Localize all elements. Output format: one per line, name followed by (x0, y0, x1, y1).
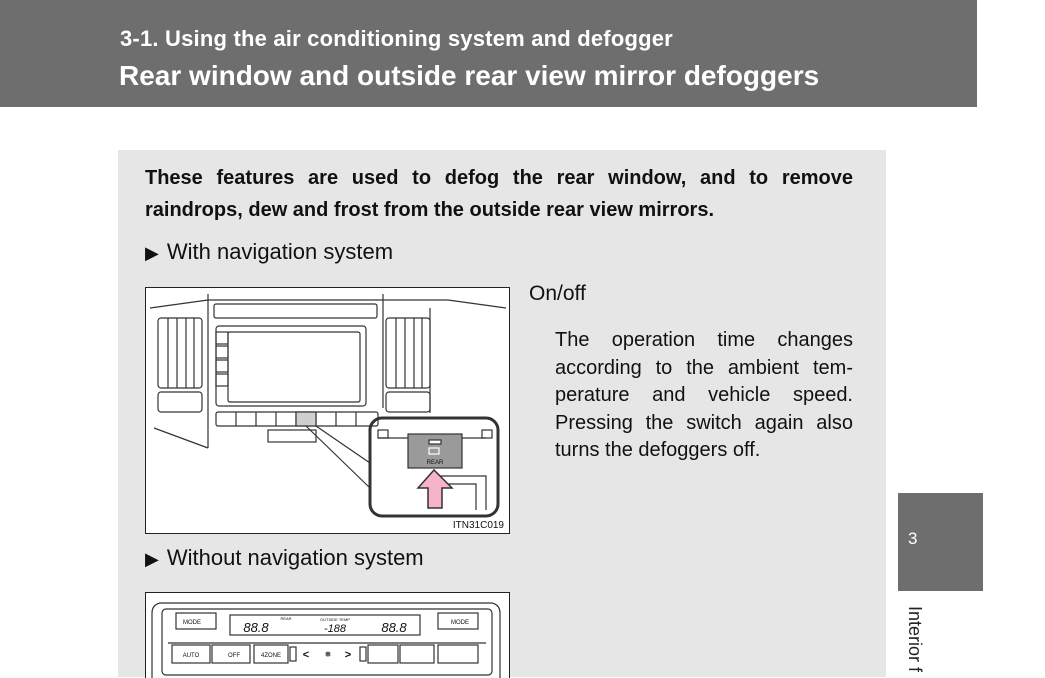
outside-temp-label: OUTSIDE TEMP (320, 617, 350, 622)
section-title: 3-1. Using the air conditioning system a… (120, 26, 673, 51)
intro-line-2: raindrops, dew and frost from the outsid… (145, 199, 715, 221)
onoff-label: On/off (529, 282, 586, 305)
onoff-description: The operation time changes according to … (555, 329, 853, 461)
triangle-bullet-icon: ▶ (145, 549, 159, 569)
zone-button: 4ZONE (261, 653, 281, 659)
figure-code: ITN31C019 (453, 520, 505, 531)
without-nav-figure: MODE MODE 88.8 REAR OUTSIDE TEMP -188 88… (145, 592, 510, 678)
with-nav-figure: REAR ITN31C019 (145, 287, 510, 534)
chapter-tab: 3 (898, 493, 983, 591)
display-left: 88.8 (243, 620, 269, 635)
mode-right-label: MODE (451, 620, 469, 626)
chapter-number: 3 (908, 529, 918, 548)
display-right: 88.8 (381, 620, 407, 635)
chapter-side-label: Interior f (905, 606, 925, 673)
auto-button: AUTO (183, 653, 200, 659)
climate-panel-illustration: MODE MODE 88.8 REAR OUTSIDE TEMP -188 88… (151, 602, 501, 678)
intro-paragraph: These features are used to defog the rea… (145, 162, 853, 226)
display-mid: -188 (324, 623, 347, 635)
triangle-bullet-icon: ▶ (145, 243, 159, 263)
mode-left-label: MODE (183, 620, 201, 626)
press-arrow-icon (416, 468, 454, 509)
intro-line-1: These features are used to defog the rea… (145, 167, 853, 189)
off-button: OFF (228, 653, 240, 659)
left-arrow-button: < (303, 649, 309, 661)
without-nav-heading: ▶Without navigation system (145, 545, 424, 570)
right-arrow-button: > (345, 649, 351, 661)
rear-indicator: REAR (280, 616, 291, 621)
rear-switch-label: REAR (427, 460, 444, 466)
with-nav-heading: ▶With navigation system (145, 239, 394, 264)
dashboard-illustration: REAR ITN31C019 (149, 294, 507, 531)
chapter-header: 3-1. Using the air conditioning system a… (0, 0, 977, 107)
fan-icon: ❅ (325, 650, 332, 659)
page-title: Rear window and outside rear view mirror… (119, 60, 820, 91)
